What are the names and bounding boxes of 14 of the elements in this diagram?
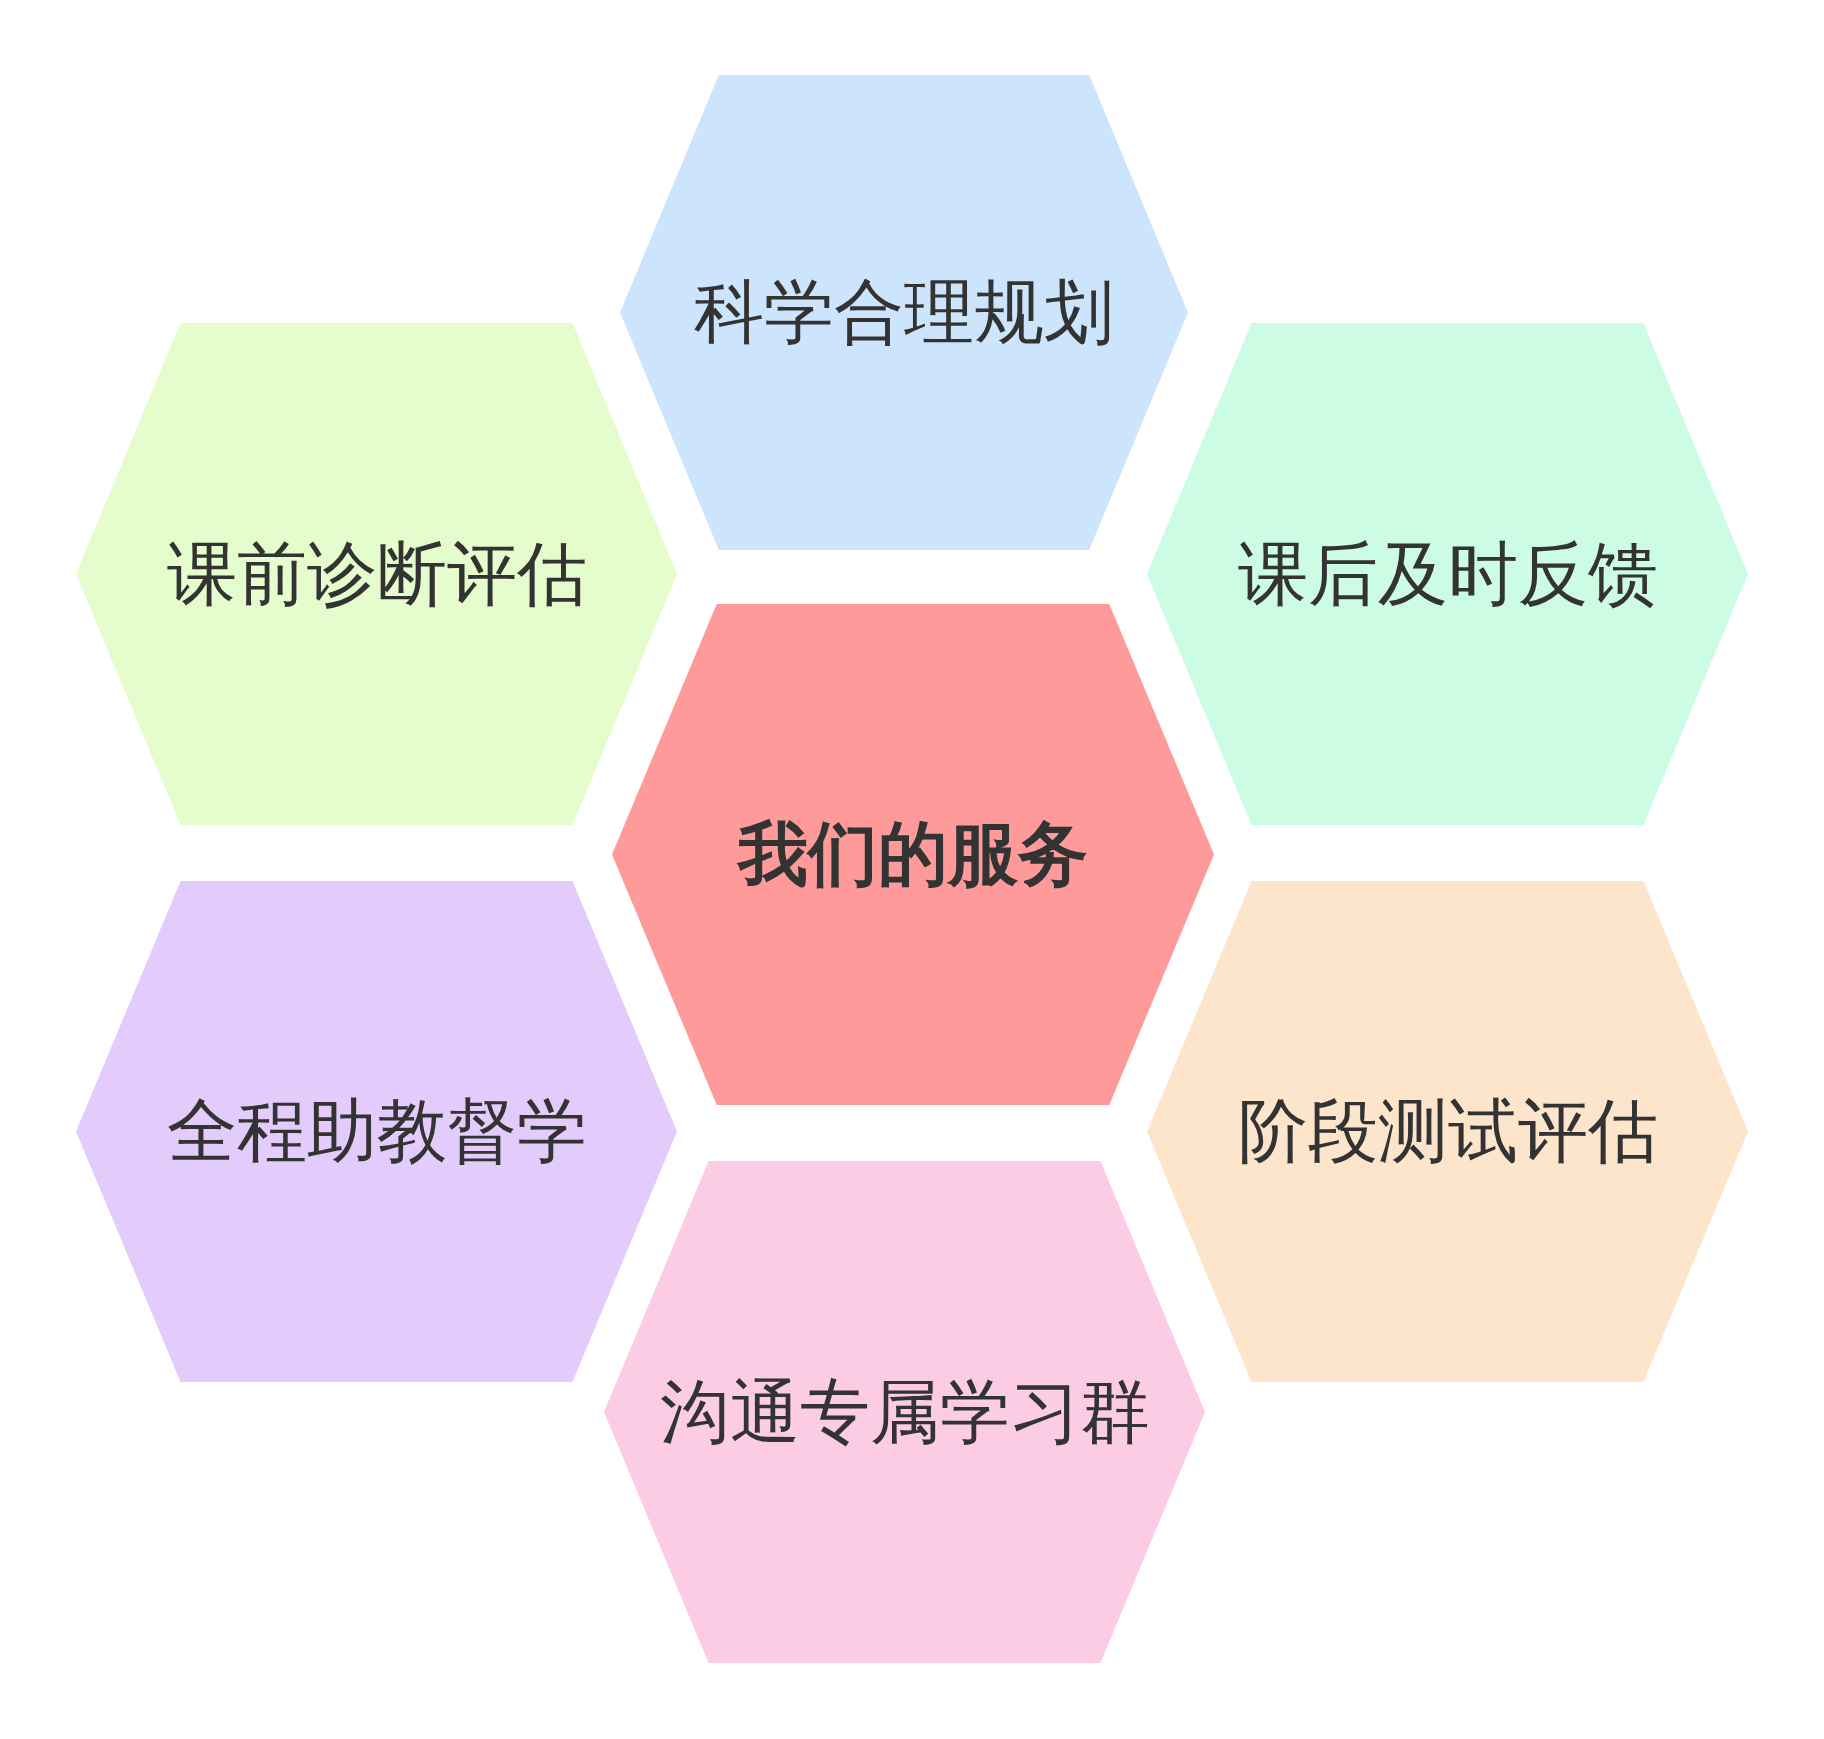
hexagon-text: 沟通专属学习群 <box>659 1373 1150 1451</box>
hexagon-text: 科学合理规划 <box>694 274 1114 351</box>
hexagon <box>1147 881 1748 1382</box>
hexagon <box>620 75 1188 550</box>
hexagon-text: 课后及时反馈 <box>1237 535 1658 613</box>
hexagon <box>1147 323 1748 825</box>
hexagon <box>76 881 677 1382</box>
hexagon <box>76 323 677 825</box>
hexagon-text: 全程助教督学 <box>166 1093 587 1170</box>
hexagon-text: 阶段测试评估 <box>1237 1093 1658 1170</box>
hexagon <box>612 604 1214 1105</box>
hexagon <box>604 1161 1205 1663</box>
hexagon-text: 课前诊断评估 <box>166 535 587 613</box>
hexagon-text: 我们的服务 <box>738 816 1088 893</box>
